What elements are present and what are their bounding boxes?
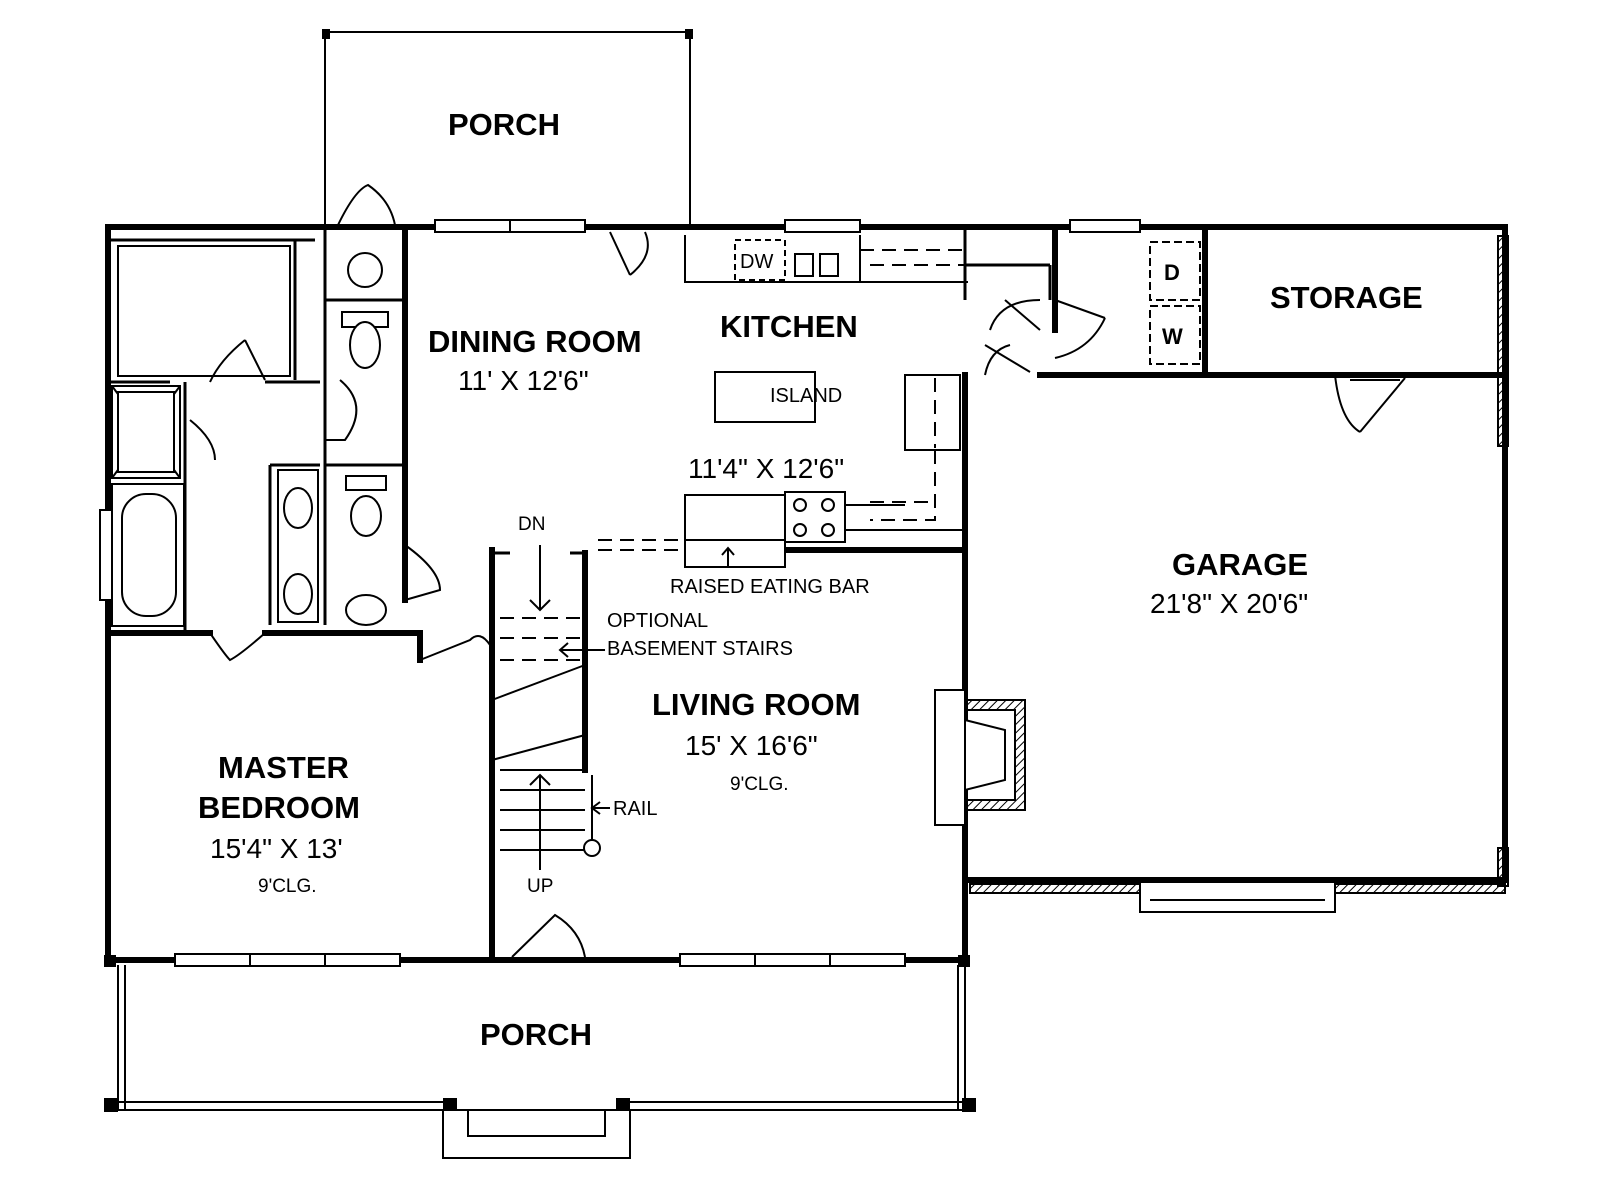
living-room-size: 15' X 16'6": [685, 730, 818, 761]
rail-label: RAIL: [613, 798, 657, 820]
bottom-porch: [104, 955, 976, 1159]
master-bedroom-label-2: BEDROOM: [198, 790, 360, 825]
toilet-top: [341, 311, 389, 369]
storage-label: STORAGE: [1270, 280, 1423, 315]
bathtub: [111, 483, 185, 627]
fireplace: [934, 689, 1026, 826]
living-room-ceiling: 9'CLG.: [730, 774, 789, 795]
garage-bottom-wall: [969, 883, 1141, 894]
top-windows: [434, 219, 1141, 233]
garage-door-opening: [1139, 888, 1336, 913]
vanity-sinks: [277, 469, 319, 623]
porch-bottom-label: PORCH: [480, 1017, 592, 1052]
kitchen-counters: [684, 235, 968, 283]
master-bedroom-size: 15'4" X 13': [210, 833, 343, 864]
dining-room-label: DINING ROOM: [428, 324, 642, 359]
master-toilet: [345, 475, 387, 626]
kitchen-size: 11'4" X 12'6": [688, 453, 844, 484]
garage-label: GARAGE: [1172, 547, 1308, 582]
stairs-up-label: UP: [527, 876, 553, 897]
pantry: [870, 374, 961, 521]
powder-sink: [347, 252, 383, 288]
stairs: [489, 545, 610, 963]
garage-right-wall: [1497, 235, 1509, 447]
stairs-down-label: DN: [518, 514, 545, 535]
porch-top-label: PORCH: [448, 107, 560, 142]
bottom-windows: [174, 953, 906, 967]
garage-size: 21'8" X 20'6": [1150, 588, 1308, 619]
living-room-label: LIVING ROOM: [652, 687, 860, 722]
garage-bottom-wall-right: [1334, 883, 1506, 894]
washer-label: W: [1162, 324, 1183, 349]
kitchen-island: [714, 371, 816, 423]
basement-label-1: OPTIONAL: [607, 610, 708, 632]
doors: [189, 183, 1406, 958]
laundry: [1149, 241, 1201, 365]
master-bedroom-ceiling: 9'CLG.: [258, 876, 317, 897]
top-porch-outline: [322, 29, 693, 225]
dryer-label: D: [1164, 260, 1180, 285]
basement-label-2: BASEMENT STAIRS: [607, 638, 793, 660]
garage-right-wall-lower: [1497, 847, 1509, 887]
master-bedroom-label-1: MASTER: [218, 750, 349, 785]
dishwasher-label: DW: [740, 251, 773, 273]
shower: [111, 385, 181, 479]
closet-box: [117, 245, 291, 377]
kitchen-label: KITCHEN: [720, 309, 858, 344]
eating-bar: [684, 491, 965, 568]
dining-room-size: 11' X 12'6": [458, 365, 589, 396]
island-label: ISLAND: [770, 385, 842, 407]
eating-bar-label: RAISED EATING BAR: [670, 576, 870, 598]
